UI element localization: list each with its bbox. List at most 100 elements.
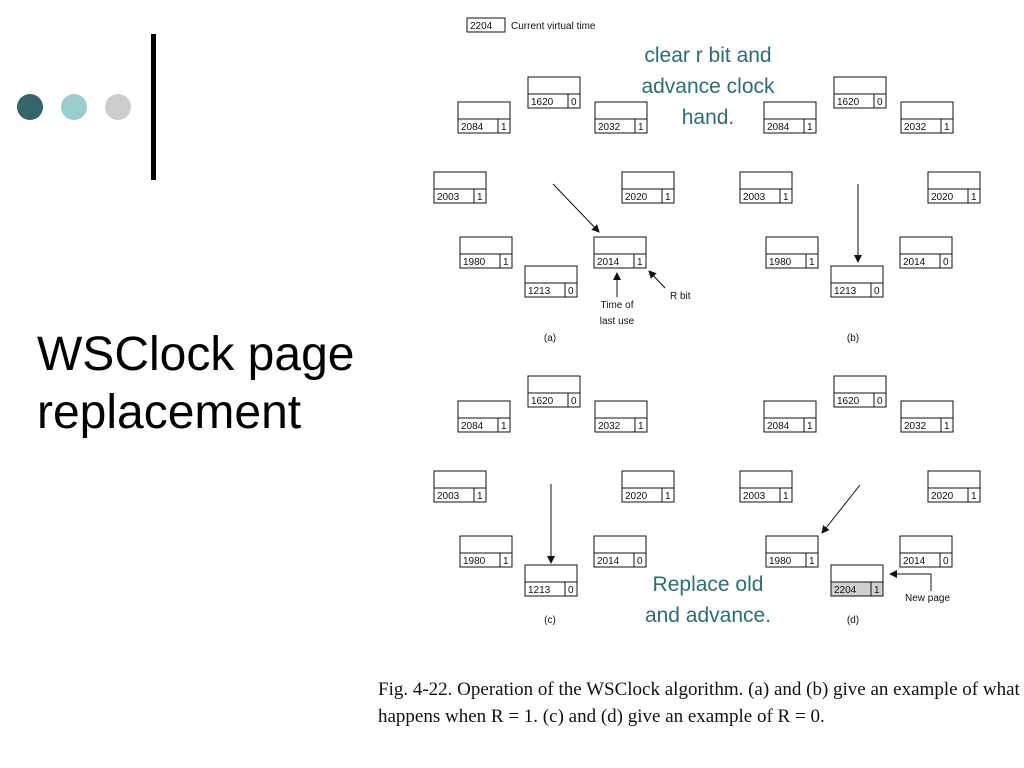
- note-clear-r-bit: advance clock: [641, 75, 775, 98]
- r-bit-label: R bit: [670, 291, 691, 302]
- slide-title-line-1: WSClock page: [37, 328, 355, 381]
- page-frame-time: 2003: [437, 491, 460, 502]
- page-frame-entry: [763, 118, 817, 134]
- page-frame-entry: [621, 188, 675, 204]
- page-frame-entry: [457, 118, 511, 134]
- page-frame-rbit: 1: [665, 491, 671, 502]
- page-frame-entry: [459, 552, 513, 568]
- page-frame-time: 2014: [903, 257, 926, 268]
- page-frame-entry: [524, 282, 578, 298]
- title-divider-bar: [151, 34, 156, 180]
- note-clear-r-bit: hand.: [682, 106, 735, 129]
- page-frame: 1213 0: [830, 265, 884, 298]
- panel-label: (a): [544, 333, 556, 344]
- page-frame-time: 2020: [625, 491, 648, 502]
- bullet-dot-3: [105, 94, 131, 120]
- page-frame: 2014 0: [899, 236, 953, 269]
- page-frame-time: 2084: [461, 122, 484, 133]
- page-frame-rbit: 0: [877, 97, 883, 108]
- page-frame-rbit: 1: [783, 491, 789, 502]
- page-frame-rbit: 0: [874, 286, 880, 297]
- page-frame-time: 2084: [767, 421, 790, 432]
- page-frame-entry: [739, 487, 793, 503]
- page-frame-rbit: 1: [501, 421, 507, 432]
- page-frame-time: 1213: [528, 286, 551, 297]
- page-frame-rbit: 0: [571, 97, 577, 108]
- page-frame-rbit: 1: [809, 556, 815, 567]
- time-of-last-use-label: Time of: [601, 300, 634, 311]
- page-frame-entry: [900, 118, 954, 134]
- page-frame-rbit: 1: [477, 491, 483, 502]
- page-frame-time: 2003: [743, 491, 766, 502]
- page-frame-entry: [927, 487, 981, 503]
- page-frame-time: 1620: [837, 396, 860, 407]
- page-frame-time: 2204: [834, 585, 857, 596]
- page-frame-entry: [621, 487, 675, 503]
- page-frame-rbit: 1: [971, 491, 977, 502]
- page-frame-time: 1980: [463, 257, 486, 268]
- r-bit-arrow: [648, 270, 666, 289]
- page-frame: 2003 1: [433, 470, 487, 503]
- page-frame-time: 1980: [463, 556, 486, 567]
- new-page-label: New page: [905, 593, 950, 604]
- page-frame: 2003 1: [739, 470, 793, 503]
- page-frame-entry: [457, 417, 511, 433]
- page-frame-rbit: 0: [943, 257, 949, 268]
- page-frame-time: 2032: [904, 122, 927, 133]
- page-frame-entry: [833, 392, 887, 408]
- page-frame-time: 2084: [461, 421, 484, 432]
- page-frame-rbit: 1: [503, 257, 509, 268]
- current-time-value: 2204: [470, 21, 493, 32]
- page-frame-entry: [459, 253, 513, 269]
- page-frame-time: 1213: [834, 286, 857, 297]
- page-frame-entry: [433, 487, 487, 503]
- page-frame-time: 1620: [837, 97, 860, 108]
- page-frame-rbit: 0: [637, 556, 643, 567]
- page-frame-rbit: 0: [568, 286, 574, 297]
- page-frame-entry: [593, 552, 647, 568]
- page-frame-rbit: 0: [568, 585, 574, 596]
- panel-label: (b): [847, 333, 859, 344]
- new-page-arrow: [889, 570, 932, 591]
- page-frame-time: 2014: [597, 556, 620, 567]
- page-frame-time: 1980: [769, 556, 792, 567]
- page-frame-entry: [899, 253, 953, 269]
- note-replace-old: and advance.: [645, 604, 771, 627]
- page-frame-time: 1620: [531, 396, 554, 407]
- page-frame-entry: [900, 417, 954, 433]
- page-frame-time: 2020: [931, 491, 954, 502]
- page-frame-time: 2084: [767, 122, 790, 133]
- current-time-box: [466, 17, 506, 33]
- page-frame: 2014 0: [593, 535, 647, 568]
- page-frame-entry: [524, 581, 578, 597]
- slide-title-line-2: replacement: [37, 386, 302, 439]
- page-frame-rbit: 1: [807, 421, 813, 432]
- page-frame-entry: [765, 552, 819, 568]
- page-frame-entry: [527, 392, 581, 408]
- page-frame-rbit: 1: [638, 122, 644, 133]
- page-frame-entry: [433, 188, 487, 204]
- page-frame-time: 1980: [769, 257, 792, 268]
- page-frame-entry: [593, 253, 647, 269]
- page-frame-time: 2014: [597, 257, 620, 268]
- page-frame-rbit: 1: [971, 192, 977, 203]
- page-frame-time: 2032: [904, 421, 927, 432]
- page-frame-time: 2014: [903, 556, 926, 567]
